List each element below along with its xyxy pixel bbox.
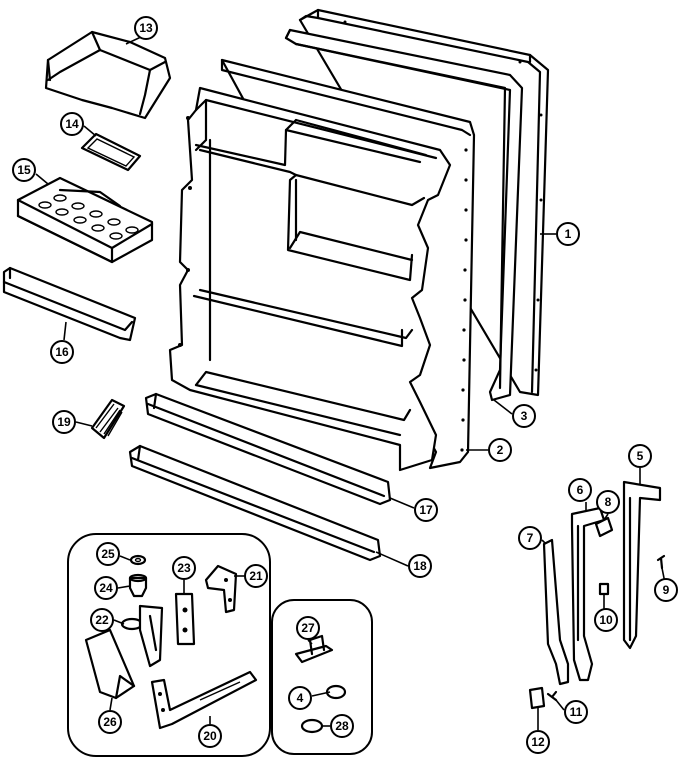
door-gasket: [284, 28, 524, 402]
callout-27: 27: [296, 616, 320, 640]
cap-12: [528, 686, 546, 710]
svg-text:27: 27: [301, 621, 315, 635]
callout-12: 12: [526, 730, 550, 754]
callout-11: 11: [564, 700, 588, 724]
handle-bracket-6: [570, 506, 606, 682]
callout-21: 21: [244, 564, 268, 588]
svg-text:11: 11: [570, 705, 583, 719]
svg-text:4: 4: [297, 691, 304, 705]
callout-23: 23: [172, 556, 196, 580]
svg-text:16: 16: [55, 345, 69, 359]
svg-text:20: 20: [203, 729, 217, 743]
svg-text:17: 17: [419, 503, 433, 517]
dairy-tray: [80, 132, 142, 172]
svg-text:2: 2: [497, 443, 504, 457]
callout-28: 28: [330, 714, 354, 738]
svg-text:25: 25: [101, 547, 115, 561]
door-shelf-frame: [168, 86, 452, 472]
callout-24: 24: [94, 576, 118, 600]
svg-text:24: 24: [99, 581, 113, 595]
hinge-kit-group: [67, 533, 271, 757]
svg-text:22: 22: [95, 613, 109, 627]
callout-1: 1: [556, 222, 580, 246]
svg-text:7: 7: [527, 531, 534, 545]
svg-text:15: 15: [17, 163, 31, 177]
dairy-door: [44, 30, 172, 120]
svg-text:6: 6: [577, 483, 584, 497]
callout-6: 6: [568, 478, 592, 502]
callout-10: 10: [594, 608, 618, 632]
svg-text:19: 19: [57, 415, 71, 429]
svg-text:9: 9: [663, 583, 670, 597]
callout-8: 8: [596, 490, 620, 514]
handle-bracket-7: [542, 538, 570, 686]
svg-text:21: 21: [249, 569, 263, 583]
svg-text:1: 1: [565, 227, 572, 241]
callout-9: 9: [654, 578, 678, 602]
callout-5: 5: [628, 444, 652, 468]
callout-17: 17: [414, 498, 438, 522]
callout-22: 22: [90, 608, 114, 632]
callout-7: 7: [518, 526, 542, 550]
screw-11: [546, 690, 558, 702]
callout-25: 25: [96, 542, 120, 566]
svg-text:12: 12: [531, 735, 545, 749]
svg-text:28: 28: [335, 719, 349, 733]
svg-text:8: 8: [605, 495, 612, 509]
callout-13: 13: [134, 16, 158, 40]
egg-tray: [16, 176, 154, 264]
callout-26: 26: [98, 710, 122, 734]
svg-text:18: 18: [413, 559, 427, 573]
callout-20: 20: [198, 724, 222, 748]
svg-text:5: 5: [637, 449, 644, 463]
clip-19: [90, 398, 126, 440]
shelf-bar-18: [128, 444, 382, 562]
callout-15: 15: [12, 158, 36, 182]
screw-kit-group: [271, 599, 373, 755]
handle-bracket-5: [622, 480, 662, 650]
callout-19: 19: [52, 410, 76, 434]
svg-text:13: 13: [139, 21, 153, 35]
callout-14: 14: [60, 112, 84, 136]
callout-4: 4: [288, 686, 312, 710]
svg-text:23: 23: [177, 561, 191, 575]
shelf-bar-17: [144, 392, 392, 506]
callout-18: 18: [408, 554, 432, 578]
svg-text:3: 3: [521, 409, 528, 423]
svg-text:14: 14: [65, 117, 79, 131]
screw-9: [656, 554, 666, 570]
clip-10: [598, 582, 610, 596]
leader-lines: [35, 29, 667, 730]
callout-16: 16: [50, 340, 74, 364]
shelf-rail-16: [2, 266, 137, 342]
svg-text:10: 10: [599, 613, 613, 627]
svg-text:26: 26: [103, 715, 117, 729]
callout-2: 2: [488, 438, 512, 462]
callout-3: 3: [512, 404, 536, 428]
